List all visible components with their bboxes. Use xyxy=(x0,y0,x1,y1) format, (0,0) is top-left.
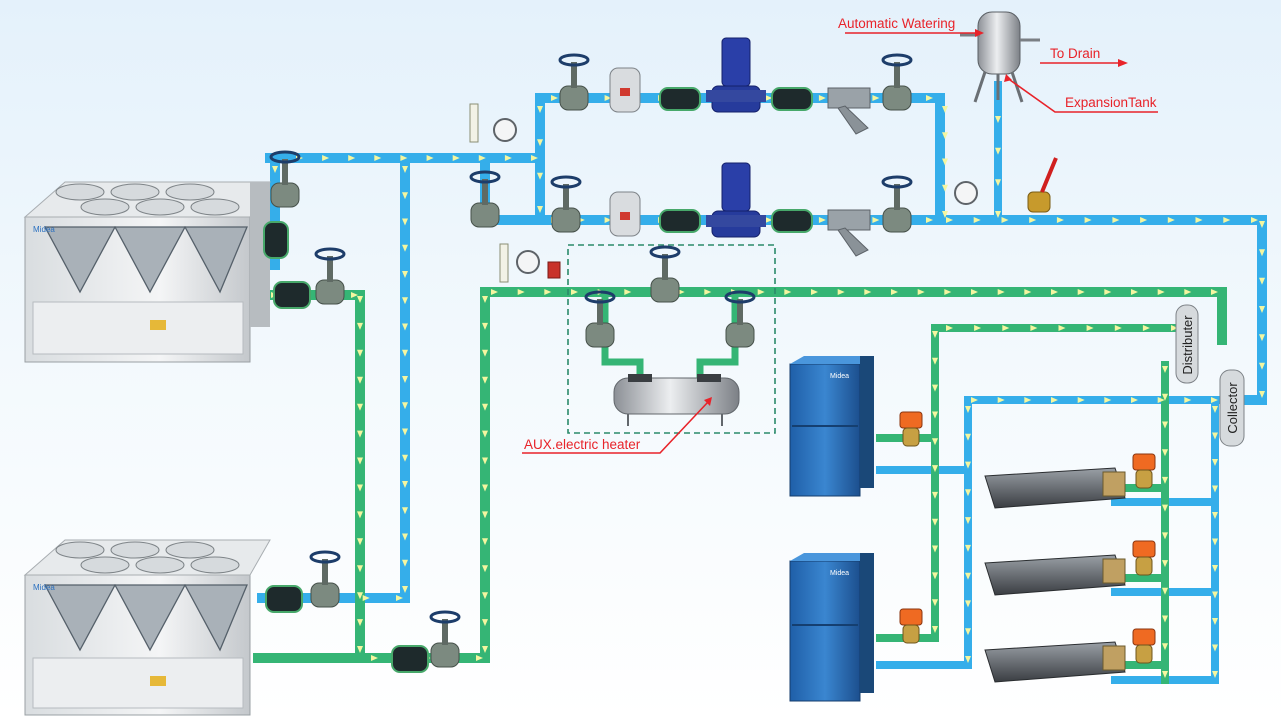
label-expansion-tank: ExpansionTank xyxy=(1065,95,1157,110)
collector-label: Collector xyxy=(1225,382,1240,434)
air-handling-unit-2: Midea xyxy=(790,553,874,701)
air-handling-unit-1: Midea xyxy=(790,356,874,496)
flow-switch xyxy=(548,262,560,278)
label-automatic-watering: Automatic Watering xyxy=(838,16,955,31)
check-valve-1 xyxy=(610,68,640,112)
label-aux-electric-heater: AUX.electric heater xyxy=(524,437,641,452)
check-valve-2 xyxy=(610,192,640,236)
chiller-1-logo: Midea xyxy=(33,225,55,234)
ahu-1-logo: Midea xyxy=(830,373,849,380)
label-to-drain: To Drain xyxy=(1050,46,1100,61)
ahu-2-logo: Midea xyxy=(830,570,849,577)
chiller-2-logo: Midea xyxy=(33,583,55,592)
distributer: Distributer xyxy=(1176,305,1198,383)
collector: Collector xyxy=(1220,370,1244,446)
distributer-label: Distributer xyxy=(1180,315,1195,375)
chiller-unit-1: Midea xyxy=(25,182,270,362)
chiller-unit-2: Midea xyxy=(25,540,270,715)
